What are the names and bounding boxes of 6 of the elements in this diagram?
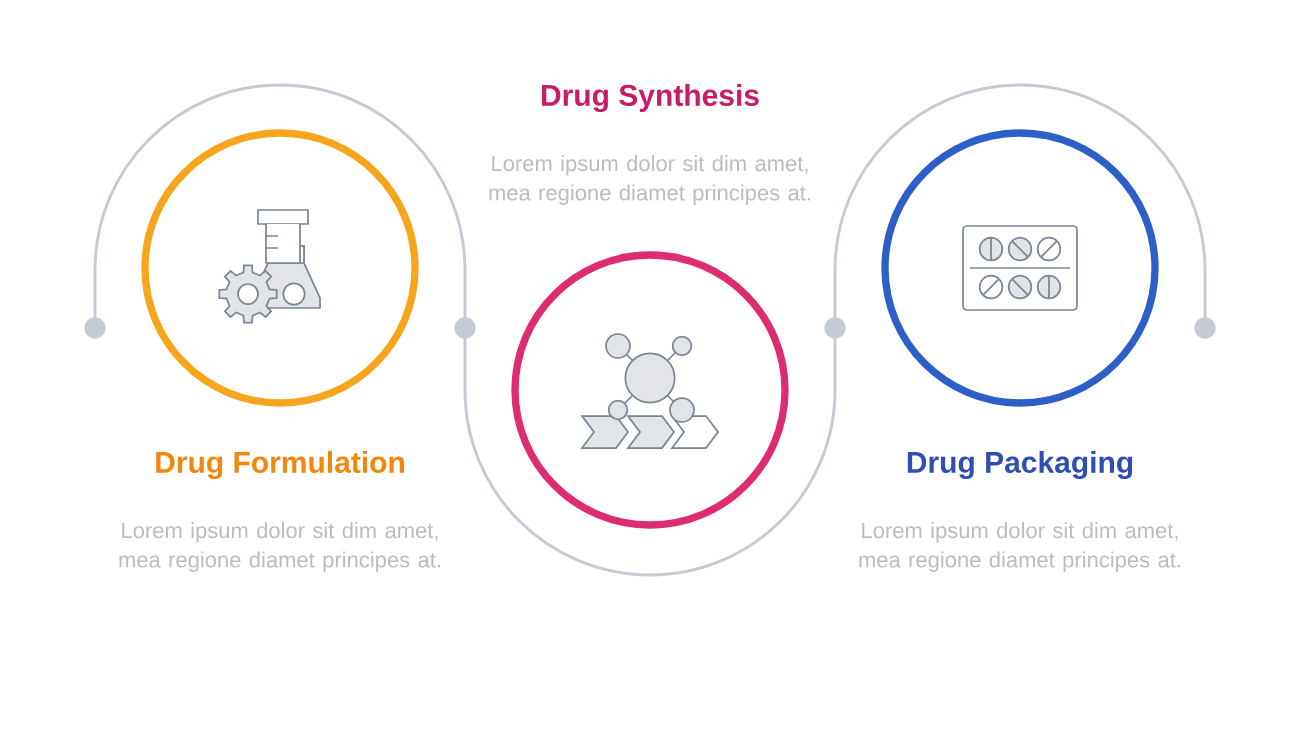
step-description: Lorem ipsum dolor sit dim amet, mea regione diamet principes at. xyxy=(489,155,810,205)
step-description: Lorem ipsum dolor sit dim amet, mea regione diamet principes at. xyxy=(119,522,440,572)
step-title: Drug Formulation xyxy=(156,450,404,480)
step-title: Drug Synthesis xyxy=(542,83,759,113)
step-title: Drug Packaging xyxy=(907,450,1133,480)
step-description: Lorem ipsum dolor sit dim amet, mea regione diamet principes at. xyxy=(859,522,1180,572)
